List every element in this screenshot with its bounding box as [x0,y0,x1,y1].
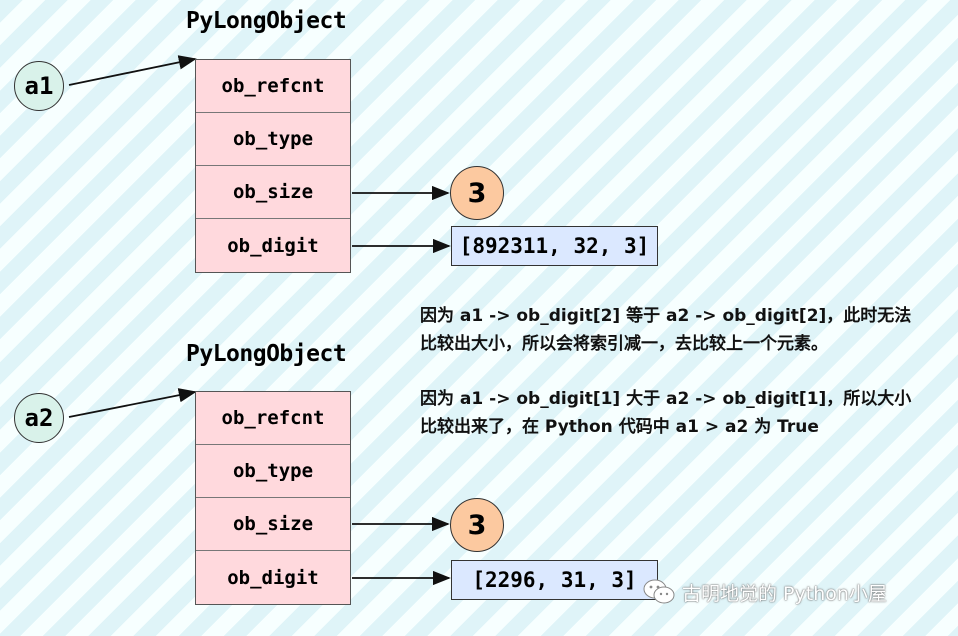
pylongobject-struct-1: ob_refcnt ob_type ob_size ob_digit [195,59,351,273]
note-2-line-2: 比较出来了，在 Python 代码中 a1 > a2 为 True [420,417,819,437]
ob-size-value-2: 3 [450,498,504,552]
ob-digit-array-1: [892311, 32, 3] [451,226,658,266]
field-ob-type: ob_type [196,445,350,498]
note-1-line-1: 因为 a1 -> ob_digit[2] 等于 a2 -> ob_digit[2… [420,306,912,326]
wechat-icon [643,579,675,604]
ob-digit-array-2: [2296, 31, 3] [451,560,658,600]
field-ob-size: ob_size [196,166,350,219]
field-ob-refcnt: ob_refcnt [196,60,350,113]
object-title-1: PyLongObject [186,8,347,34]
explanation-note-1: 因为 a1 -> ob_digit[2] 等于 a2 -> ob_digit[2… [420,302,950,358]
field-ob-digit: ob_digit [227,234,319,257]
note-1-line-2: 比较出大小，所以会将索引减一，去比较上一个元素。 [420,334,828,354]
variable-a2: a2 [14,393,64,443]
object-title-2: PyLongObject [186,341,347,367]
explanation-note-2: 因为 a1 -> ob_digit[1] 大于 a2 -> ob_digit[1… [420,385,950,441]
ob-size-value-1: 3 [450,166,504,220]
field-ob-type: ob_type [196,113,350,166]
note-2-line-1: 因为 a1 -> ob_digit[1] 大于 a2 -> ob_digit[1… [420,389,912,409]
watermark-text: 古明地觉的 Python小屋 [682,582,887,605]
arrow-a2-to-object [68,388,197,418]
field-ob-digit: ob_digit [227,566,319,589]
watermark: 古明地觉的 Python小屋 [642,578,887,606]
pylongobject-struct-2: ob_refcnt ob_type ob_size ob_digit [195,391,351,605]
field-ob-size: ob_size [196,498,350,551]
field-ob-refcnt: ob_refcnt [196,392,350,445]
variable-a1: a1 [14,61,64,111]
arrow-a1-to-object [68,55,197,86]
